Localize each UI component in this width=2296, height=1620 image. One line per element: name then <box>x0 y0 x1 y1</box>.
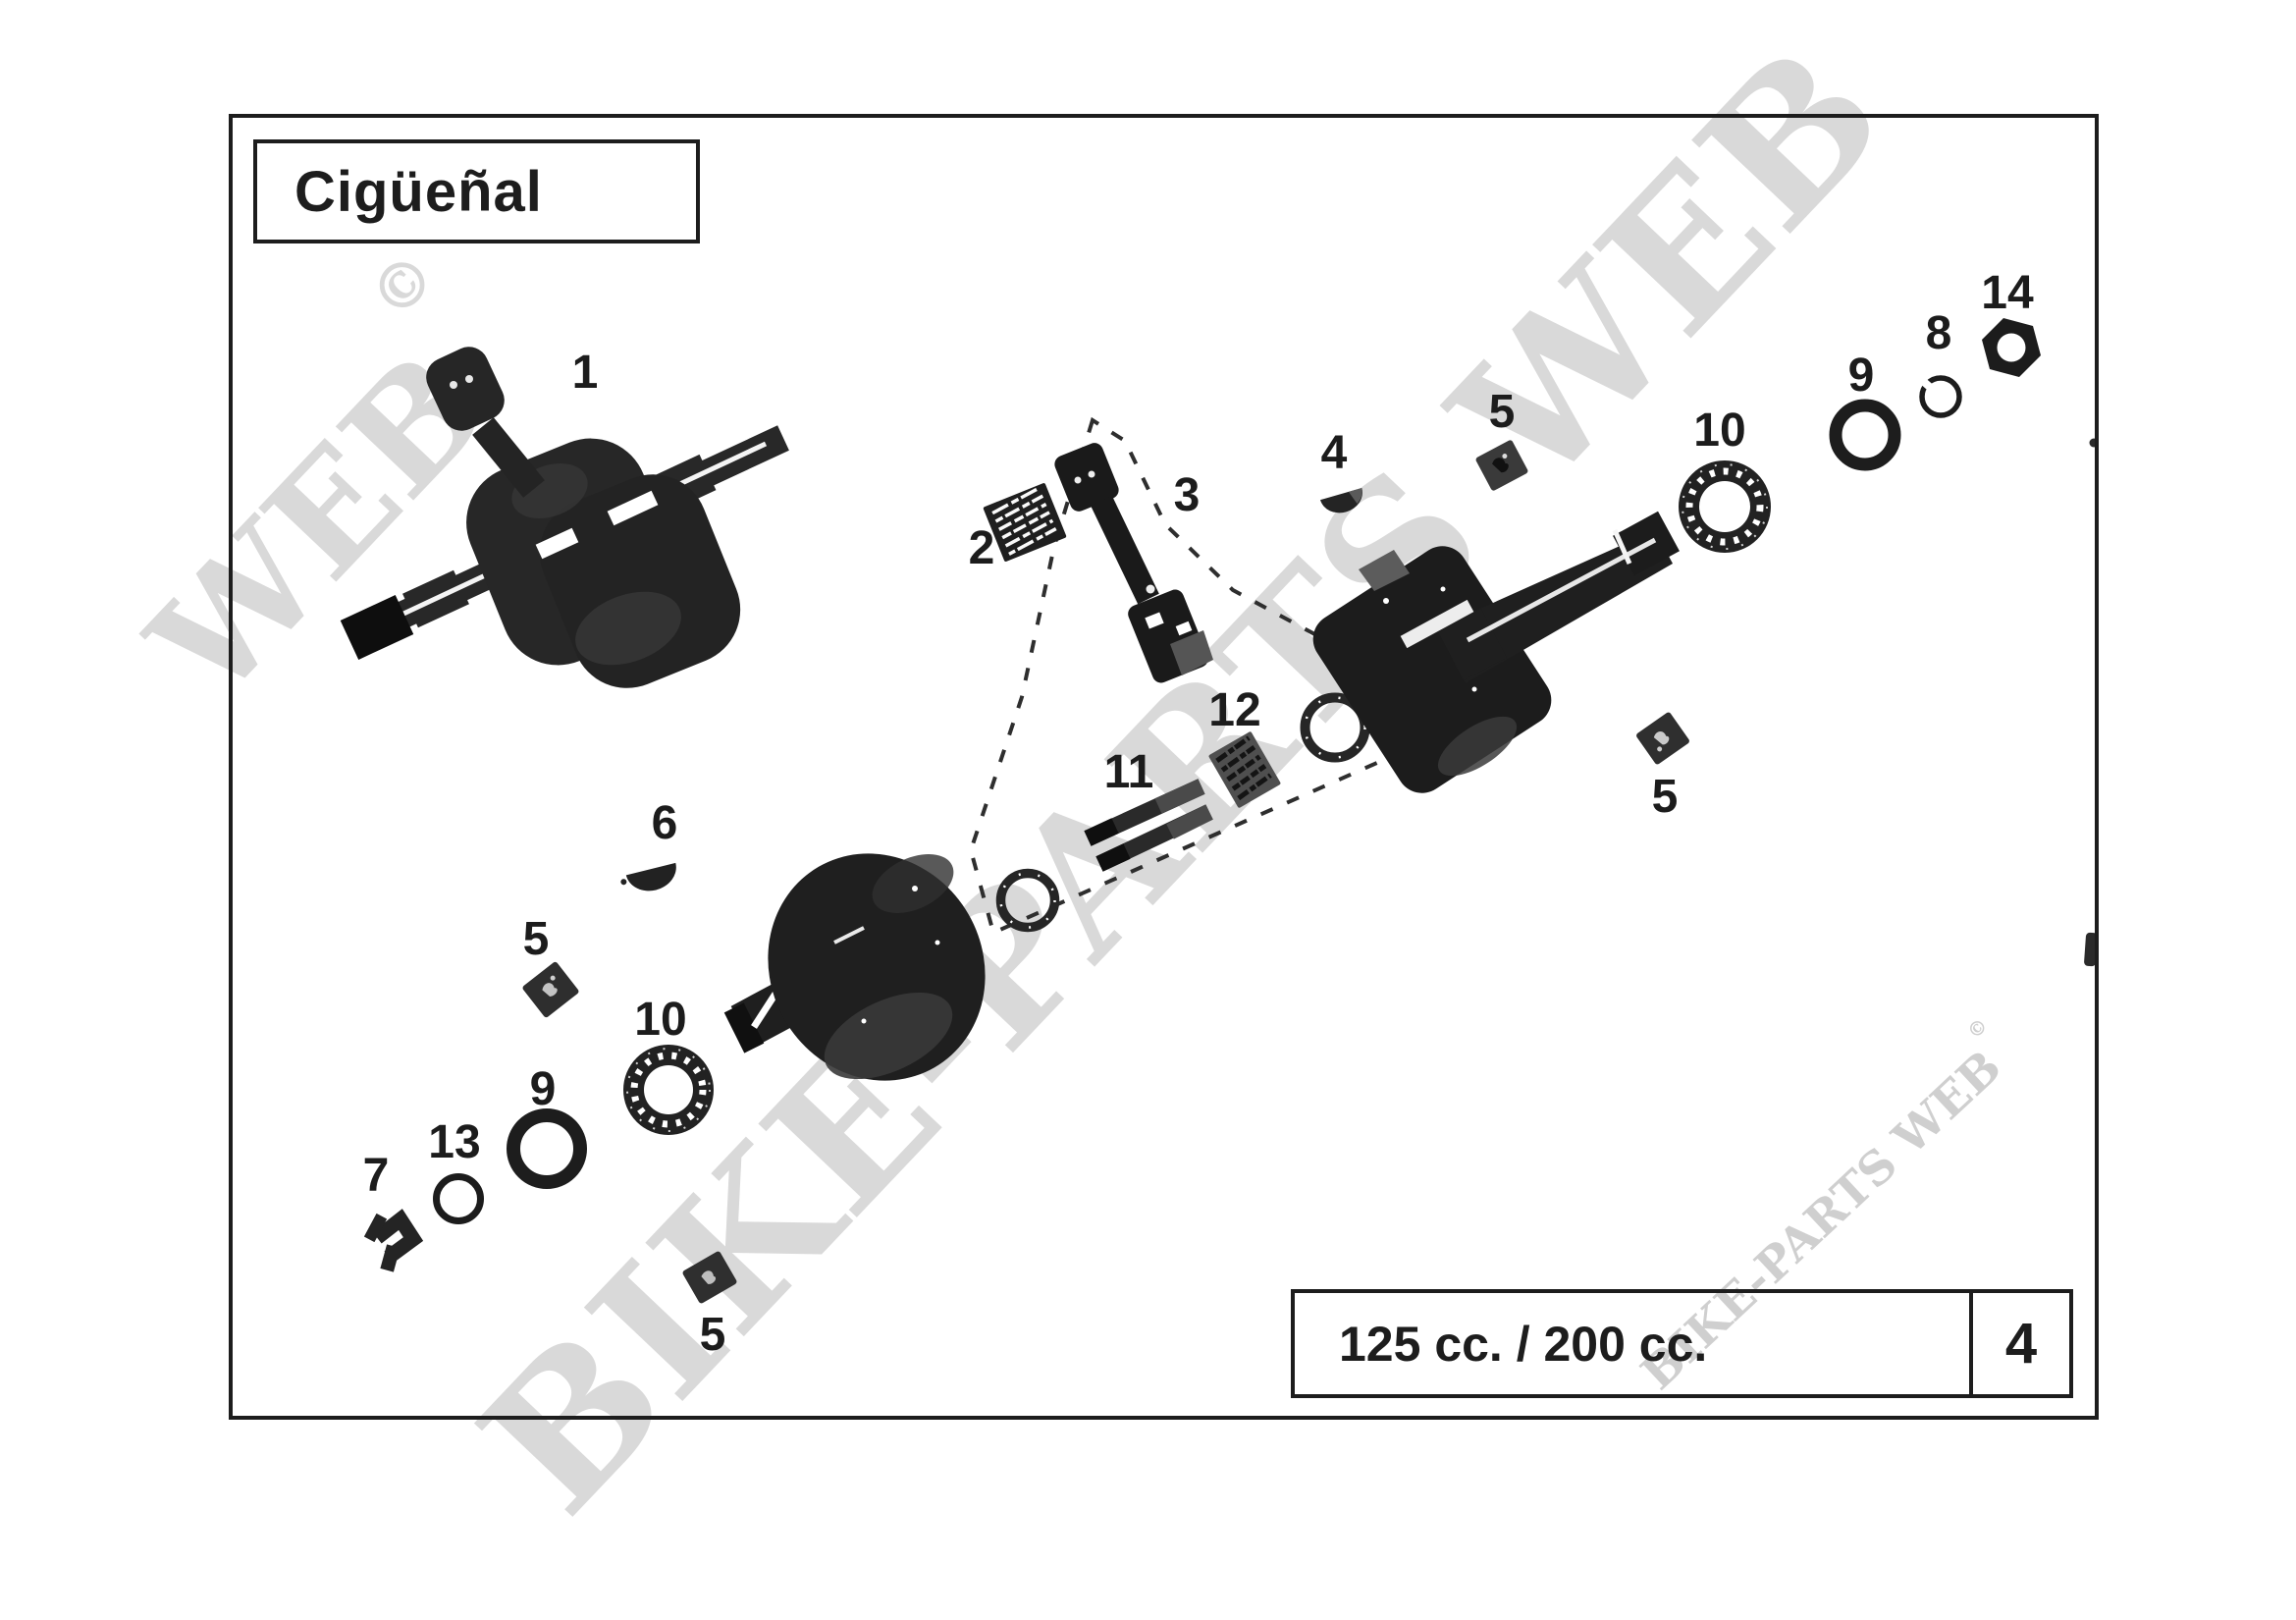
part-crank-pin <box>1084 779 1213 872</box>
engine-variant-label: 125 cc. / 200 cc. <box>1295 1293 1973 1394</box>
callout-4: 4 <box>1321 427 1348 479</box>
callout-2: 2 <box>969 522 995 574</box>
callout-9b: 9 <box>530 1063 557 1115</box>
part-thin-ring <box>433 1173 484 1224</box>
page-title: Cigüeñal <box>294 159 543 224</box>
callout-10a: 10 <box>1693 405 1745 457</box>
page-border <box>229 114 2099 1420</box>
part-ball-bearing-left <box>623 1045 714 1135</box>
title-box: Cigüeñal <box>253 139 700 243</box>
callout-14: 14 <box>1981 267 2034 319</box>
callout-5b: 5 <box>1652 771 1679 823</box>
part-half-moon-key-large <box>620 862 676 891</box>
callout-6: 6 <box>652 797 678 849</box>
callout-8: 8 <box>1926 307 1952 359</box>
part-o-ring-right <box>1829 399 1901 471</box>
part-crankshaft-assembly <box>340 347 789 688</box>
part-thrust-washer-left <box>995 868 1060 933</box>
part-square-key-bottom <box>682 1251 737 1304</box>
part-retaining-clip <box>363 1209 424 1272</box>
part-crank-half-right <box>1312 511 1680 793</box>
callout-10b: 10 <box>634 994 686 1046</box>
callout-13: 13 <box>428 1116 480 1168</box>
callout-3: 3 <box>1174 469 1201 521</box>
callout-12: 12 <box>1208 684 1260 736</box>
callout-5c: 5 <box>523 913 550 965</box>
page-number: 4 <box>2004 1312 2038 1376</box>
part-o-ring-left <box>507 1108 587 1189</box>
callout-5a: 5 <box>1489 386 1516 438</box>
part-thrust-washer-right <box>1300 692 1370 763</box>
part-small-end-needle-cage <box>983 483 1067 562</box>
part-ball-bearing-right <box>1679 460 1771 553</box>
footer-box: 125 cc. / 200 cc. 4 <box>1291 1289 2073 1398</box>
callout-9a: 9 <box>1848 350 1875 402</box>
part-snap-ring <box>1919 375 1962 418</box>
part-connecting-rod <box>1054 443 1213 683</box>
callout-1: 1 <box>572 347 599 399</box>
part-big-end-needle-cage <box>1208 731 1281 808</box>
part-square-key-right <box>1636 712 1689 765</box>
part-half-moon-key-small <box>1320 488 1362 513</box>
part-square-key-left <box>522 961 579 1018</box>
part-square-key-top <box>1475 440 1528 491</box>
callout-labels: 1 2 3 4 5 10 9 8 14 12 11 5 6 5 10 9 13 … <box>363 267 2034 1361</box>
part-hex-nut <box>1982 318 2041 377</box>
callout-5d: 5 <box>700 1309 726 1361</box>
part-crank-half-left <box>723 853 986 1081</box>
callout-7: 7 <box>363 1150 390 1202</box>
callout-11: 11 <box>1104 746 1154 798</box>
